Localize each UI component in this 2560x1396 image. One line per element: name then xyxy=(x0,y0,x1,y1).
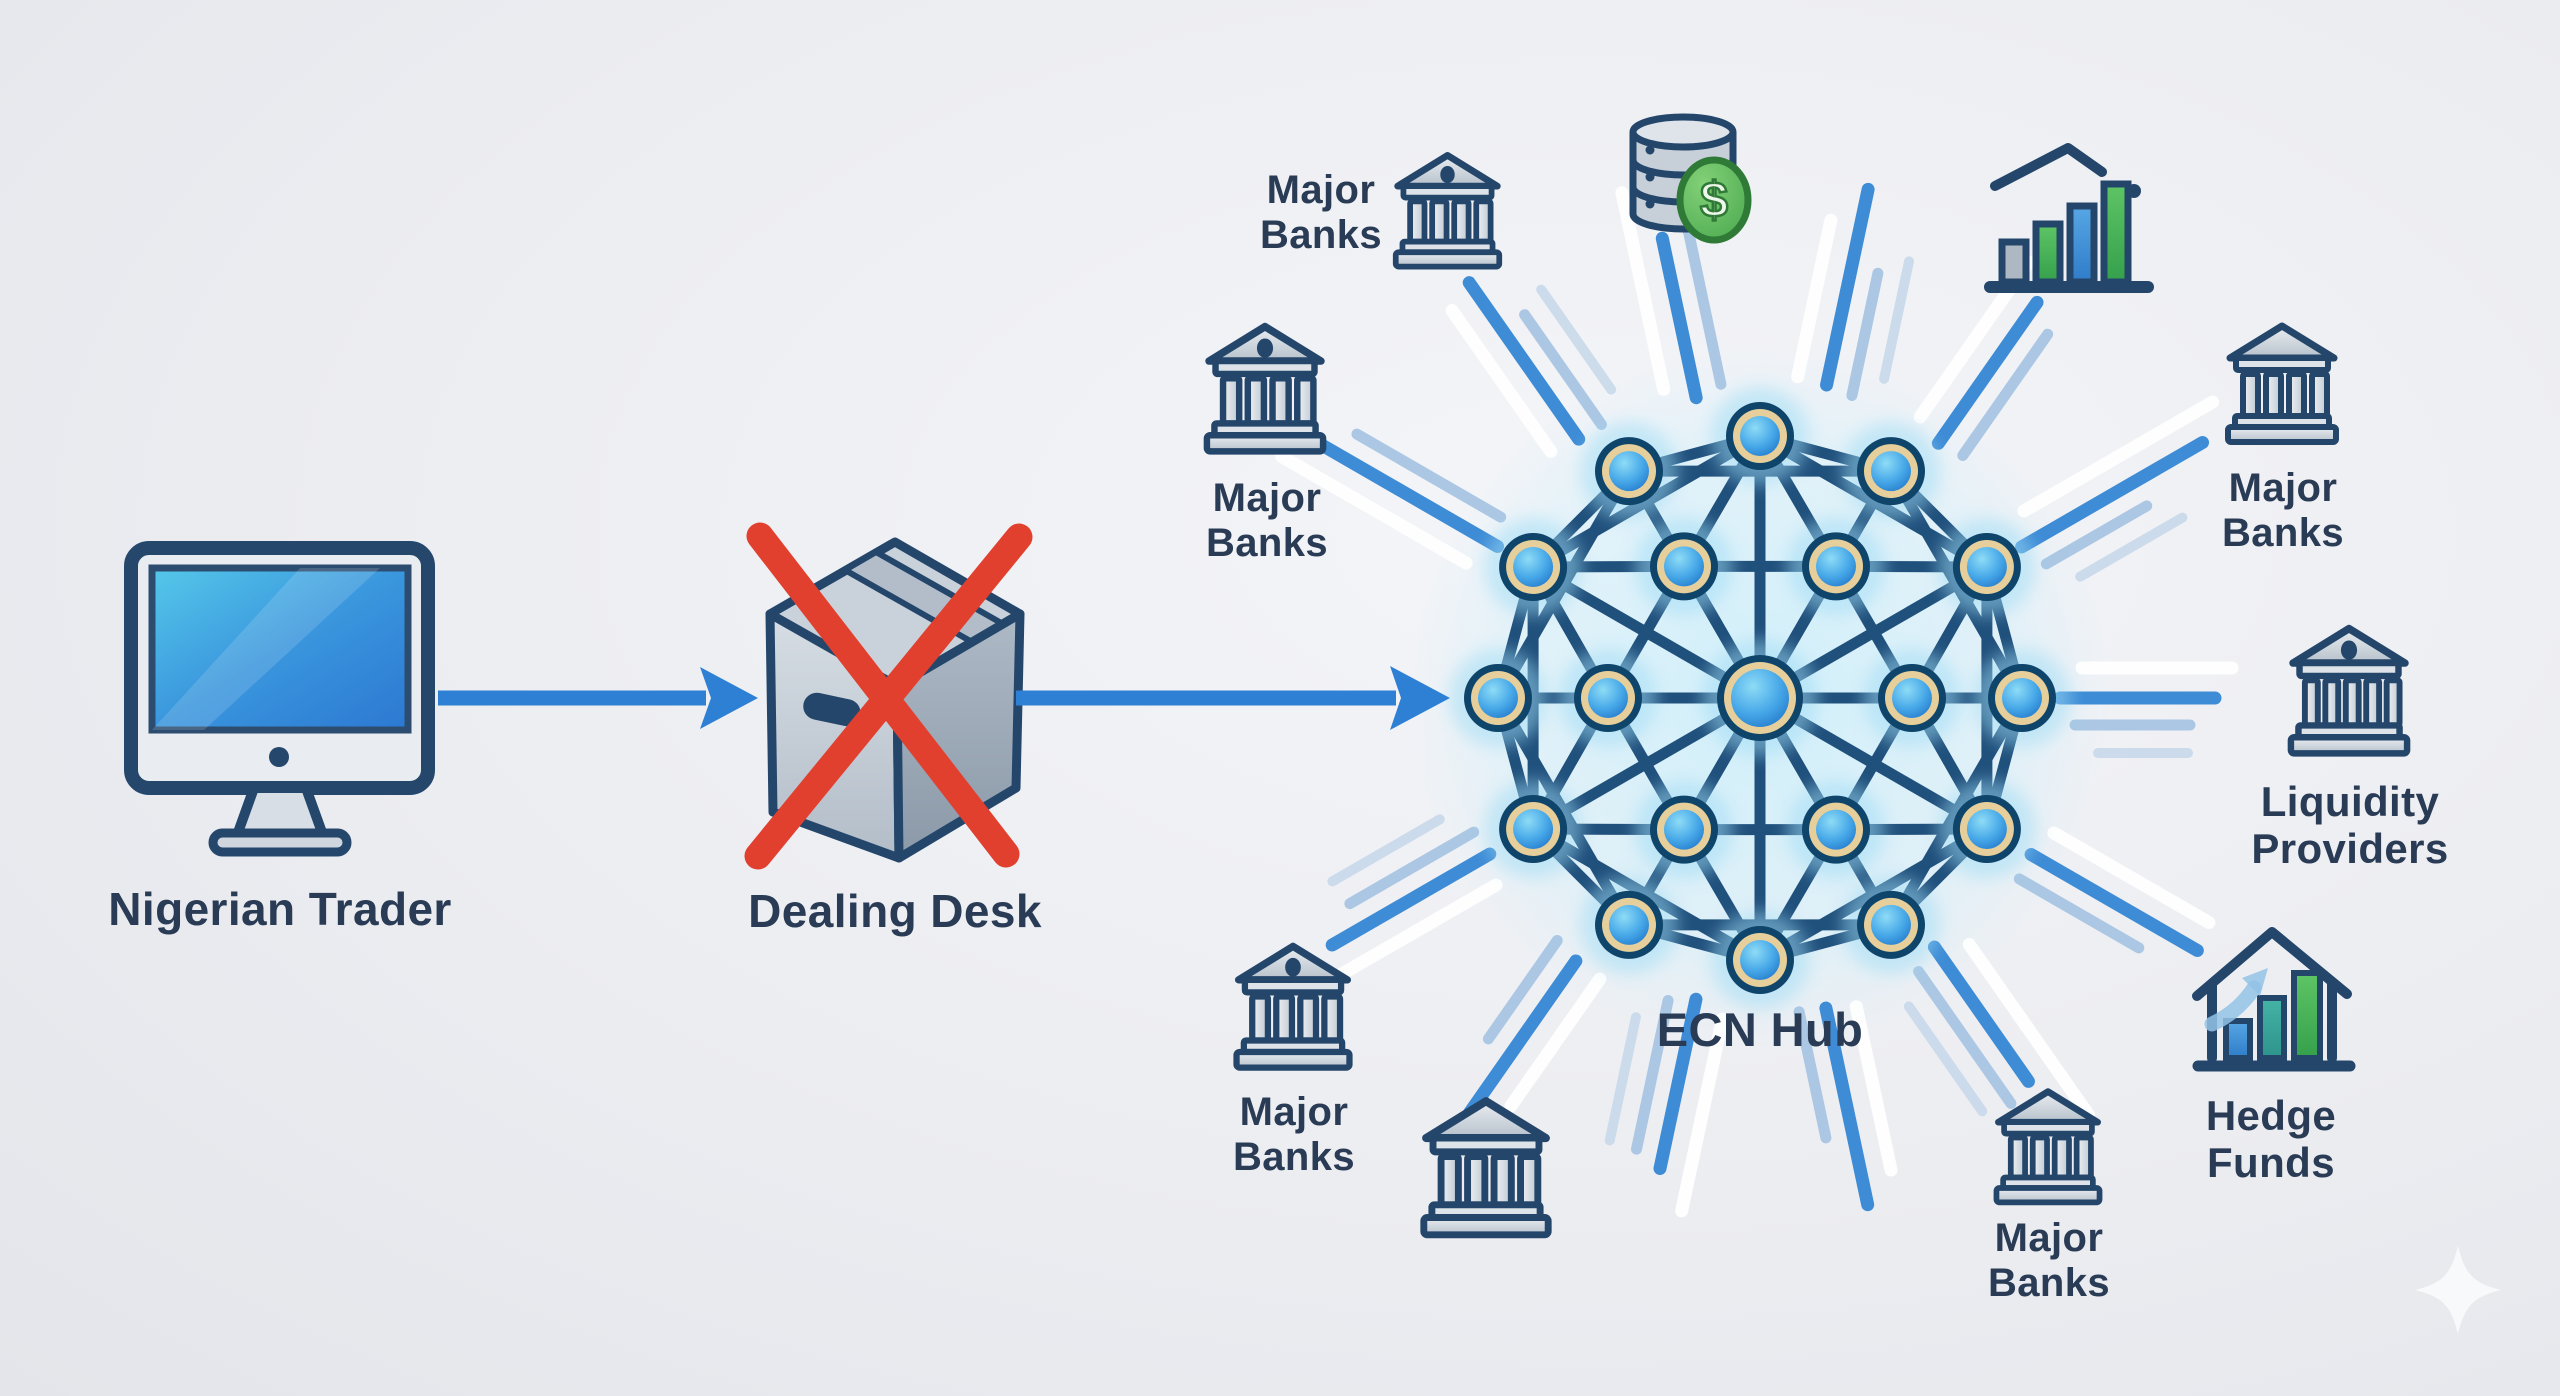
hub-node xyxy=(1464,664,1532,732)
hub-node xyxy=(1650,795,1718,864)
hub-node xyxy=(1717,655,1803,741)
liquidity-ray xyxy=(1445,276,1617,458)
hub-node xyxy=(1878,664,1946,732)
liquidity-ray xyxy=(1604,992,1729,1218)
bank-icon xyxy=(1396,155,1500,266)
hub-node xyxy=(1574,664,1642,732)
bank-icon xyxy=(2228,326,2336,442)
dollar-glyph: $ xyxy=(1700,172,1728,228)
red-x-icon xyxy=(744,522,1033,870)
liquidity-rays xyxy=(1275,182,2239,1218)
hub-node xyxy=(1952,533,2021,601)
liquidity-ray xyxy=(2053,661,2239,758)
liquidity-ray xyxy=(2013,826,2216,957)
hub-node xyxy=(1595,437,1663,506)
liquidity-ray xyxy=(1615,186,1727,405)
liquidity-ray xyxy=(2015,395,2220,582)
arrow-trader-to-desk xyxy=(438,667,758,729)
bank-icon xyxy=(1207,327,1323,452)
arrow-desk-to-hub xyxy=(1016,666,1450,730)
major-banks-bottom-left-label: Major Banks xyxy=(1232,1090,1356,1179)
hub-node xyxy=(1802,532,1870,601)
hub-node xyxy=(1952,795,2021,863)
database-dollar-icon: $ xyxy=(1629,113,1752,244)
hub-node xyxy=(1650,532,1718,601)
major-banks-top-label: Major Banks xyxy=(1259,168,1383,257)
sparkle-icon xyxy=(2415,1246,2501,1334)
liquidity-providers-label: Liquidity Providers xyxy=(2251,778,2449,873)
liquidity-ray xyxy=(1325,814,1503,984)
liquidity-ray xyxy=(1275,428,1507,570)
hub-node xyxy=(1499,533,1568,601)
dealing-desk-label: Dealing Desk xyxy=(748,885,1042,937)
hedge-funds-label: Hedge Funds xyxy=(2205,1092,2337,1187)
trader-label: Nigerian Trader xyxy=(108,883,452,935)
major-banks-left-label: Major Banks xyxy=(1205,476,1329,565)
house-chart-icon xyxy=(2192,927,2356,1072)
hub-node xyxy=(1595,890,1663,959)
bank-icon xyxy=(2291,629,2407,754)
hub-node xyxy=(1802,795,1870,864)
hub-node xyxy=(1988,664,2056,732)
major-banks-right-label: Major Banks xyxy=(2221,466,2345,555)
hub-node xyxy=(1726,402,1794,470)
ecn-network xyxy=(1449,387,2071,1009)
liquidity-ray xyxy=(1791,182,1915,401)
hub-node xyxy=(1499,795,1568,863)
bank-icon xyxy=(1237,946,1350,1067)
liquidity-ray xyxy=(1793,1000,1898,1212)
major-banks-bottom-label: Major Banks xyxy=(1987,1216,2111,1305)
computer-monitor-icon xyxy=(124,541,435,857)
hub-node xyxy=(1857,890,1925,959)
ecn-hub-label: ECN Hub xyxy=(1656,1003,1864,1056)
bar-chart-growth-icon xyxy=(1984,143,2154,293)
bank-icon xyxy=(1424,1101,1548,1235)
liquidity-ray xyxy=(1903,938,2096,1122)
hub-node xyxy=(1857,437,1925,506)
hub-node xyxy=(1726,926,1794,994)
